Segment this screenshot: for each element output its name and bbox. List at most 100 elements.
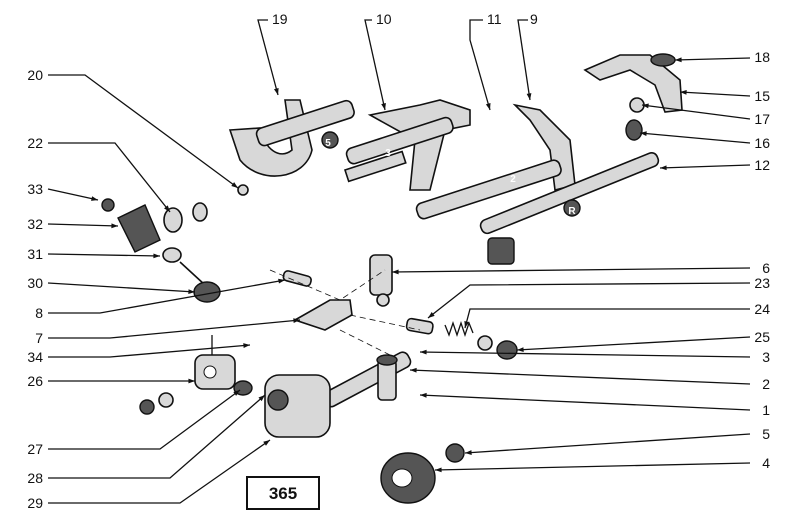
- arrowhead-icon: [231, 182, 238, 188]
- parts: [101, 53, 683, 504]
- leader-line-12: [659, 164, 751, 169]
- leader-line-5: [464, 433, 751, 454]
- fork-rod-3: [345, 116, 454, 165]
- part-label-2: 2: [762, 376, 770, 392]
- part-label-17: 17: [754, 111, 770, 127]
- arrowhead-icon: [464, 321, 469, 328]
- arrowhead-icon: [517, 347, 524, 353]
- part-label-31: 31: [27, 246, 43, 262]
- part-label-7: 7: [35, 330, 43, 346]
- part-label-27: 27: [27, 441, 43, 457]
- leader-line-22: [48, 142, 171, 213]
- part-label-15: 15: [754, 88, 770, 104]
- arrowhead-icon: [642, 103, 649, 109]
- part-label-33: 33: [27, 181, 43, 197]
- arrowhead-icon: [188, 378, 195, 384]
- arrowhead-icon: [420, 392, 427, 398]
- leader-line-34: [48, 344, 251, 358]
- part-label-23: 23: [754, 275, 770, 291]
- figure-number-box: 365: [246, 476, 320, 510]
- arrowhead-icon: [465, 450, 472, 455]
- leader-line-18: [674, 57, 751, 61]
- arrowhead-icon: [640, 131, 647, 136]
- part-label-11: 11: [487, 11, 502, 27]
- leader-line-16: [639, 132, 751, 144]
- leader-line-31: [47, 253, 161, 257]
- part-label-19: 19: [272, 11, 288, 27]
- arrowhead-icon: [293, 318, 300, 324]
- part-label-5: 5: [762, 426, 770, 442]
- arrowhead-icon: [381, 103, 386, 110]
- fork-rod-2: [415, 159, 562, 220]
- selector-lever-1: [322, 351, 412, 408]
- part-label-6: 6: [762, 260, 770, 276]
- fork-rod-5: [255, 99, 355, 147]
- part-label-16: 16: [754, 135, 770, 151]
- part-label-25: 25: [754, 329, 770, 345]
- part-label-18: 18: [754, 49, 770, 65]
- leader-line-29: [48, 439, 271, 504]
- arrowhead-icon: [263, 440, 270, 446]
- fork-marks: 5 3 2R: [325, 138, 576, 217]
- leader-line-28: [48, 394, 266, 479]
- part-label-1: 1: [762, 402, 770, 418]
- arrowhead-icon: [273, 88, 279, 95]
- arrowhead-icon: [164, 205, 170, 212]
- selector-shaft-7: [293, 299, 353, 331]
- leader-line-6: [391, 267, 751, 273]
- part-label-28: 28: [27, 470, 43, 486]
- leader-line-32: [47, 223, 119, 227]
- part-label-12: 12: [754, 157, 770, 173]
- arrowhead-icon: [233, 390, 240, 396]
- leader-line-9: [517, 19, 531, 101]
- plug-32: [117, 204, 161, 253]
- leader-line-4: [434, 462, 751, 471]
- part-label-26: 26: [27, 373, 43, 389]
- fork-mark-R: R: [568, 206, 576, 217]
- leader-line-23: [427, 282, 751, 319]
- part-label-10: 10: [376, 11, 392, 27]
- leader-line-7: [48, 319, 301, 339]
- leader-line-2: [409, 369, 751, 385]
- arrowhead-icon: [420, 349, 427, 355]
- arrowhead-icon: [675, 57, 682, 63]
- arrowhead-icon: [680, 89, 687, 95]
- fork-mark-2: 2: [510, 174, 516, 185]
- selector-finger-6: [369, 254, 393, 296]
- leader-line-19: [257, 19, 279, 96]
- figure-number: 365: [269, 484, 297, 503]
- arrowhead-icon: [111, 223, 118, 229]
- part-label-29: 29: [27, 495, 43, 511]
- part-label-3: 3: [762, 349, 770, 365]
- arrowhead-icon: [243, 343, 250, 348]
- leader-line-3: [419, 351, 751, 358]
- leader-line-8: [48, 279, 286, 314]
- selector-fork-15: [583, 54, 683, 113]
- fork-mark-5: 5: [325, 138, 331, 149]
- arrowhead-icon: [278, 278, 285, 284]
- leader-line-27: [48, 389, 241, 450]
- arrowhead-icon: [526, 93, 532, 100]
- leader-line-17: [641, 104, 751, 120]
- leader-line-30: [47, 282, 196, 293]
- part-label-22: 22: [27, 135, 43, 151]
- leader-lines: [47, 19, 751, 504]
- arrowhead-icon: [188, 289, 195, 294]
- arrowhead-icon: [91, 196, 98, 201]
- arrowhead-icon: [153, 253, 160, 259]
- leader-line-33: [47, 188, 99, 201]
- arrowhead-icon: [485, 103, 491, 110]
- part-label-20: 20: [27, 67, 43, 83]
- part-label-30: 30: [27, 275, 43, 291]
- leader-line-24: [464, 308, 750, 329]
- part-label-24: 24: [754, 301, 770, 317]
- arrowhead-icon: [435, 467, 442, 473]
- fork-mark-3: 3: [385, 148, 391, 159]
- leader-line-20: [48, 74, 239, 189]
- arrowhead-icon: [428, 312, 435, 318]
- part-label-4: 4: [762, 455, 770, 471]
- arrowhead-icon: [258, 395, 265, 402]
